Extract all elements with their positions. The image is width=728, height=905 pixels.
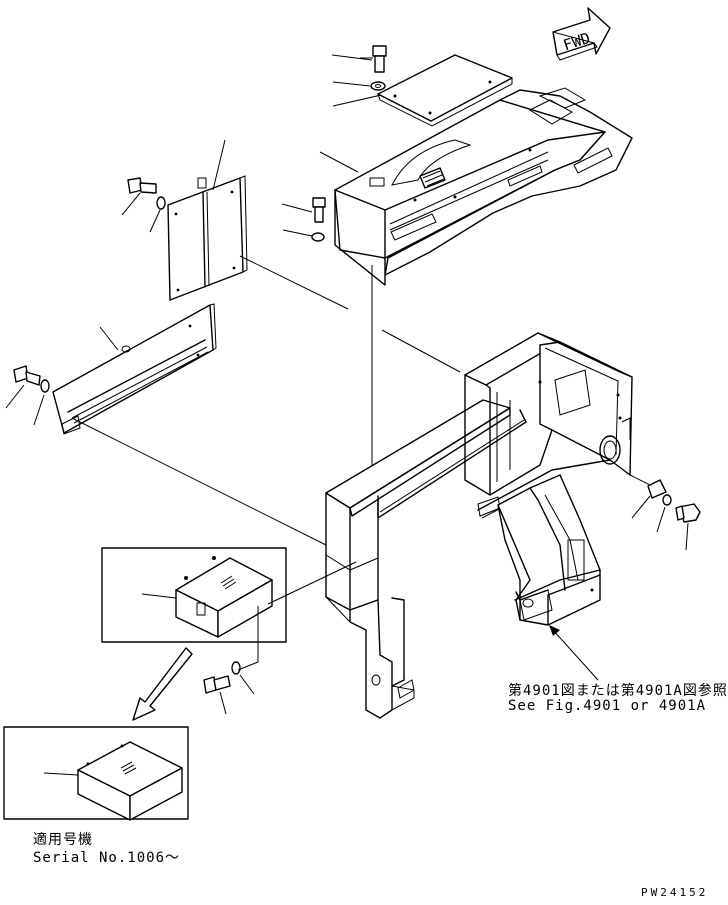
middle-washer-icon [311, 232, 325, 242]
exploded-view: FWD [3, 7, 701, 821]
top-washer-icon [370, 81, 386, 91]
bottom-washer-icon [231, 661, 241, 675]
middle-bolt-icon [312, 197, 326, 223]
right-bolt-icon [675, 503, 701, 523]
parts-diagram: FWD [3, 7, 727, 899]
reference-note-line1: 第4901図または第4901A図参照 [508, 683, 728, 699]
fwd-arrow-icon: FWD [552, 7, 611, 61]
detail-box-lower [3, 726, 189, 821]
bottom-bolt-icon [203, 675, 231, 694]
main-frame [325, 332, 633, 719]
side-panel-upper [167, 175, 248, 301]
serial-note-line2: Serial No.1006～ [33, 850, 181, 866]
right-washer-icon [662, 494, 672, 506]
detail-box-upper [101, 547, 287, 643]
left-lower-bolt-icon [13, 365, 41, 386]
left-upper-washer-icon [156, 196, 166, 210]
left-lower-washer-icon [40, 379, 50, 393]
serial-note-line1: 適用号機 [33, 832, 93, 848]
controller-box [175, 556, 273, 638]
left-upper-bolt-icon [127, 177, 157, 194]
reference-note-line2: See Fig.4901 or 4901A [508, 698, 707, 714]
top-plate-cover [377, 54, 513, 127]
upper-hood [334, 87, 633, 286]
side-panel-lower [52, 303, 217, 435]
controller-box-serial [77, 741, 183, 821]
top-bolt-icon [360, 45, 387, 73]
detail-arrow-icon [132, 647, 193, 721]
reference-arrow [549, 625, 599, 681]
right-bracket-icon [647, 479, 667, 499]
drawing-number: PW24152 [641, 886, 709, 899]
